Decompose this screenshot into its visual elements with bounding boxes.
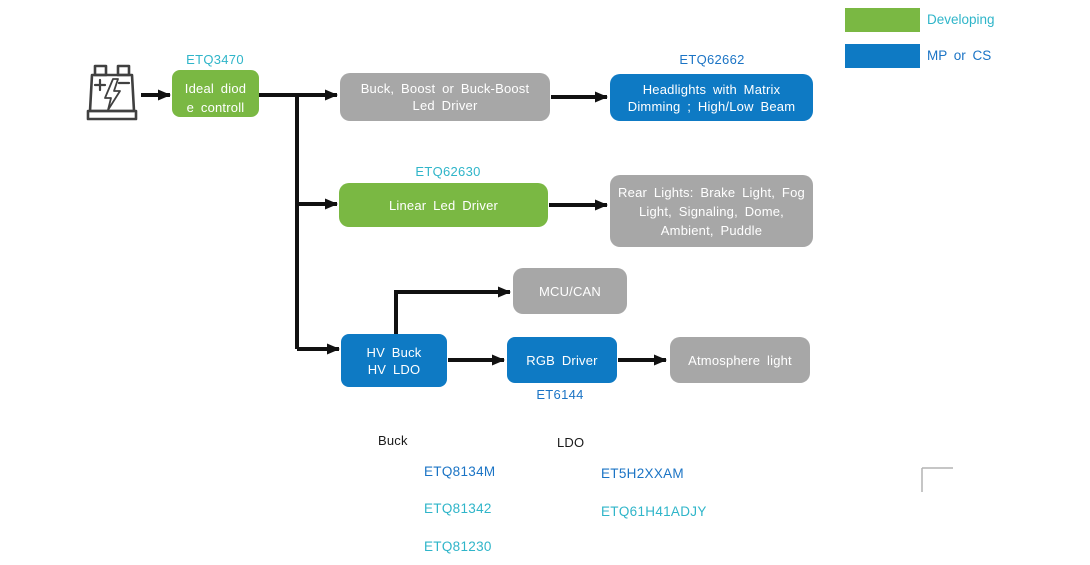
node-label: RGB Driver — [526, 352, 598, 368]
node-atmosphere-light: Atmosphere light — [670, 337, 810, 383]
legend-swatch-mp-cs — [845, 44, 920, 68]
legend-label-mp-cs: MP or CS — [927, 48, 992, 63]
node-label: Atmosphere light — [688, 352, 792, 368]
corner-mark — [921, 467, 953, 492]
node-label: Linear Led Driver — [388, 197, 499, 213]
node-rgb-driver: RGB Driver — [507, 337, 617, 383]
part-label-etq62662: ETQ62662 — [679, 52, 745, 67]
car-battery-icon — [86, 64, 138, 121]
part-label-et6144: ET6144 — [536, 387, 584, 402]
node-buck-boost-led-driver: Buck, Boost or Buck-Boost Led Driver — [340, 73, 550, 121]
buck-list-title: Buck — [378, 433, 408, 448]
node-label-line: e controll — [186, 100, 245, 115]
part-number-etq8134m: ETQ8134M — [424, 464, 496, 479]
node-label: Buck, Boost or Buck-Boost Led Driver — [360, 81, 530, 113]
node-headlights-matrix: Headlights with Matrix Dimming ; High/Lo… — [610, 74, 813, 121]
part-number-etq61h41adjy: ETQ61H41ADJY — [601, 504, 707, 519]
part-label-etq62630: ETQ62630 — [415, 164, 481, 179]
legend-label-developing: Developing — [927, 12, 995, 27]
node-label: Rear Lights: Brake Light, Fog Light, Sig… — [618, 184, 805, 238]
node-label-line: HV Buck — [366, 344, 422, 360]
node-label-line: HV LDO — [367, 361, 421, 377]
part-number-etq81230: ETQ81230 — [424, 539, 492, 554]
part-number-et5h2xxam: ET5H2XXAM — [601, 466, 684, 481]
node-label: Headlights with Matrix Dimming ; High/Lo… — [627, 81, 796, 114]
legend-swatch-developing — [845, 8, 920, 32]
ldo-list-title: LDO — [557, 435, 585, 450]
node-ideal-diode-controller: Ideal diod e controll — [172, 70, 259, 117]
node-hv-buck-hv-ldo: HV Buck HV LDO — [341, 334, 447, 387]
node-linear-led-driver: Linear Led Driver — [339, 183, 548, 227]
node-rear-lights: Rear Lights: Brake Light, Fog Light, Sig… — [610, 175, 813, 247]
part-number-etq81342: ETQ81342 — [424, 501, 492, 516]
part-label-etq3470: ETQ3470 — [186, 52, 244, 67]
node-label-line: Ideal diod — [184, 81, 247, 96]
arrow-hv-buck-to-mcu-can — [394, 286, 511, 334]
node-label: MCU/CAN — [538, 283, 602, 299]
node-mcu-can: MCU/CAN — [513, 268, 627, 314]
